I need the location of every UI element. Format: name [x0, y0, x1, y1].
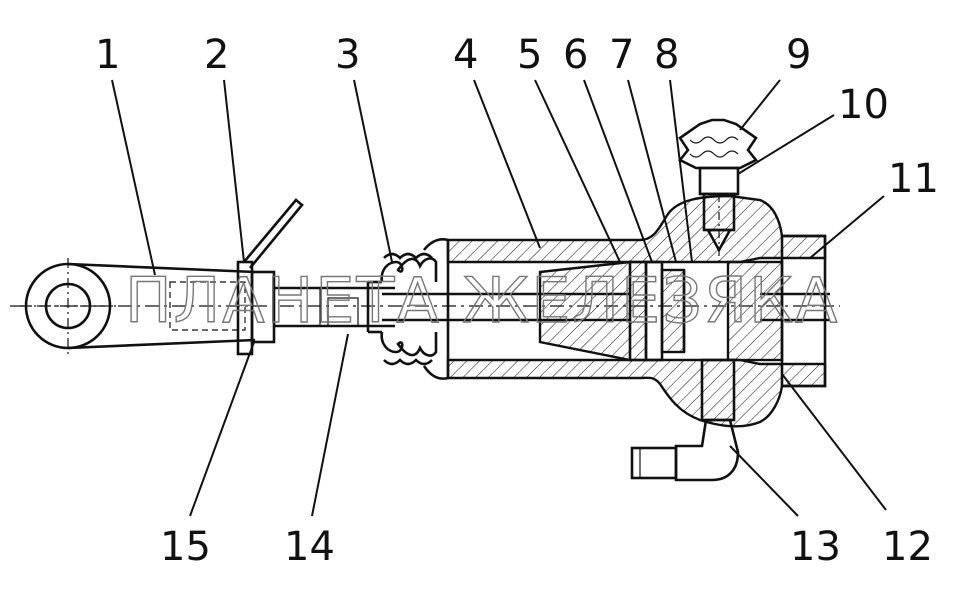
callout-9: 9 [786, 32, 811, 78]
piston [538, 260, 686, 362]
cylinder-body [446, 194, 830, 428]
inlet-elbow-fitting [630, 358, 740, 482]
callout-13: 13 [790, 524, 841, 570]
callout-15: 15 [160, 524, 211, 570]
callout-2: 2 [204, 32, 229, 78]
callout-1: 1 [95, 32, 120, 78]
callout-6: 6 [563, 32, 588, 78]
callout-10: 10 [838, 82, 889, 128]
callout-5: 5 [517, 32, 542, 78]
callout-7: 7 [609, 32, 634, 78]
leader-lines [111, 79, 887, 517]
rod-end-eye [20, 258, 256, 354]
callout-4: 4 [453, 32, 478, 78]
boot-bellows [380, 238, 450, 380]
lock-nut [236, 198, 304, 356]
callout-3: 3 [335, 32, 360, 78]
callout-labels: 1 2 3 4 5 6 7 8 9 10 11 12 13 14 15 [95, 32, 939, 570]
watermark-text: ПЛАНЕТА ЖЕЛЕЗЯКА [125, 264, 839, 337]
callout-12: 12 [882, 524, 933, 570]
callout-11: 11 [888, 156, 939, 202]
callout-14: 14 [284, 524, 335, 570]
callout-8: 8 [654, 32, 679, 78]
bleed-valve [677, 118, 759, 262]
